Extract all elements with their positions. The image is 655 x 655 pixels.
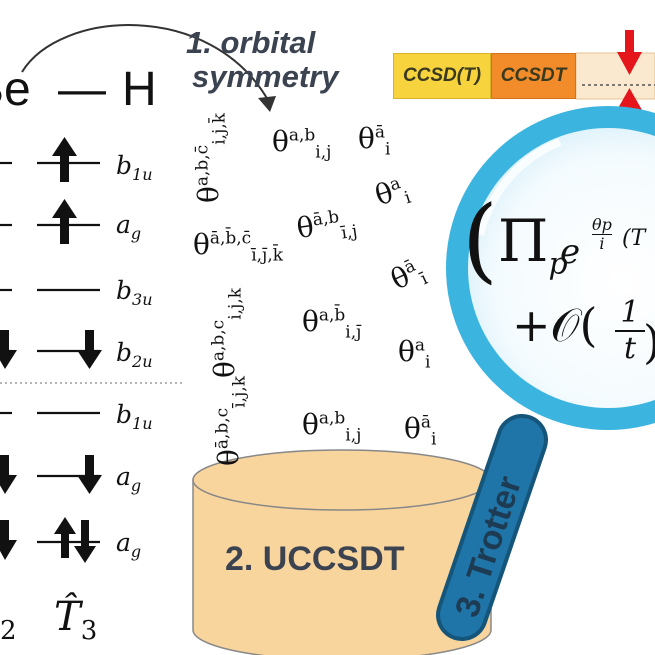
equation-line2-tail: ) <box>643 315 655 369</box>
orbital-label-4: b2u <box>116 338 153 371</box>
molecule-left-atom: Be <box>0 63 31 116</box>
molecule-right-atom: H <box>122 63 157 116</box>
equation-exp-tail: (T <box>622 226 646 251</box>
line2-frac-num: 1 <box>620 295 640 330</box>
amplitude-9: θa,b̄i,j̄ <box>302 305 362 343</box>
equation-exp-frac: θp i <box>592 216 612 253</box>
product-index: p <box>548 246 568 282</box>
amplitude-13: θāi <box>404 412 437 450</box>
equation-line1: (Πp <box>462 186 568 293</box>
red-arrow-top-shaft <box>625 30 634 55</box>
symmetry-arrowhead <box>258 96 276 112</box>
step1-line1: 1. orbital <box>186 25 316 60</box>
amplitude-10: θai <box>398 335 431 373</box>
magnifier-lens <box>446 106 655 430</box>
electron-arrows <box>0 137 102 563</box>
molecule-bond: — <box>58 63 106 116</box>
amplitude-11: θā,b,cī,j,k <box>212 375 250 466</box>
step1-label: 1. orbital symmetry <box>186 26 338 94</box>
product-symbol: Π <box>497 207 549 275</box>
step1-line2: symmetry <box>192 59 339 94</box>
t2-operator-partial: 2 <box>0 616 17 646</box>
orbital-label-2: ag <box>116 210 142 243</box>
step2-label: 2. UCCSDT <box>225 540 405 578</box>
red-arrow-bottom-head <box>617 88 642 110</box>
amplitude-12: θa,bi,j <box>302 408 362 446</box>
orbital-label-5: b1u <box>116 400 153 433</box>
red-arrow-top-head <box>617 52 642 75</box>
amplitude-cylinder <box>192 449 492 655</box>
orbital-label-3: b3u <box>116 276 153 309</box>
amplitude-5: θā,b̄,c̄ī,j̄,k̄ <box>193 228 284 266</box>
equation-line2: +𝒪( <box>512 298 597 354</box>
amplitude-2: θa,bi,j <box>272 125 332 163</box>
exp-base: e <box>560 232 581 272</box>
exp-frac-den: i <box>592 234 612 253</box>
magnifier-handle <box>436 414 548 641</box>
method-ccsd-t: CCSD(T) <box>393 53 491 99</box>
amplitude-1: θa,b,c̄i,j,k̄ <box>192 112 230 203</box>
open-paren: ( <box>462 186 498 293</box>
big-o: +𝒪( <box>512 298 598 352</box>
amplitude-8: θa,b,ci,j,k <box>208 287 246 378</box>
amplitude-3: θāi <box>358 122 391 160</box>
orbital-label-6: ag <box>116 462 142 495</box>
line2-frac-den: t <box>615 330 645 366</box>
orbital-label-1: b1u <box>116 151 153 184</box>
symmetry-arrow <box>21 24 269 101</box>
exp-frac-num: θp <box>592 215 612 234</box>
method-ccsdt: CCSDT <box>491 53 576 99</box>
equation-line2-frac: 1 t <box>615 296 645 366</box>
t3-operator: T̂3 <box>54 594 98 646</box>
equation-exp: e <box>560 232 580 272</box>
orbital-label-7: ag <box>116 528 142 561</box>
method-bar-rest <box>575 52 655 100</box>
